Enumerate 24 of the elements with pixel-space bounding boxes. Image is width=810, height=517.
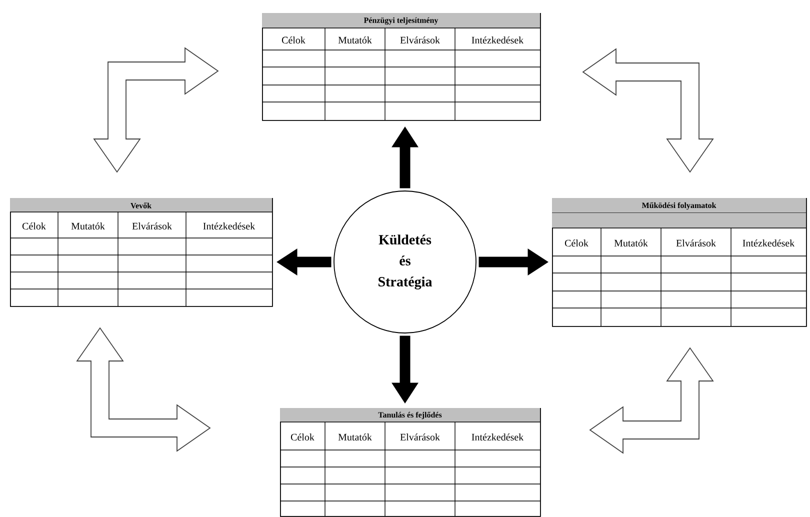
column-header: Intézkedések (472, 433, 524, 441)
block-arrow (392, 126, 418, 188)
column-header: Intézkedések (472, 36, 524, 44)
table-title: Működési folyamatok (552, 198, 806, 214)
column-header: Elvárások (132, 222, 172, 230)
column-header: Mutatók (614, 239, 648, 247)
column-header: Intézkedések (742, 239, 795, 247)
block-arrow (478, 248, 548, 276)
column-header: Célok (282, 36, 306, 44)
column-header: Elvárások (676, 239, 716, 247)
column-header: Célok (564, 239, 588, 247)
column-header: Célok (22, 222, 46, 230)
table-title: Pénzügyi teljesítmény (262, 13, 540, 28)
column-header: Mutatók (338, 36, 372, 44)
table-title: Tanulás és fejlődés (280, 408, 540, 422)
column-header: Mutatók (71, 222, 105, 230)
block-arrow (392, 336, 418, 404)
block-arrow (276, 248, 332, 276)
column-header: Célok (290, 433, 314, 441)
column-header: Intézkedések (203, 222, 256, 230)
column-header: Mutatók (338, 433, 372, 441)
table-title: Vevők (10, 198, 272, 212)
column-header: Elvárások (400, 36, 440, 44)
column-header: Elvárások (400, 433, 440, 441)
